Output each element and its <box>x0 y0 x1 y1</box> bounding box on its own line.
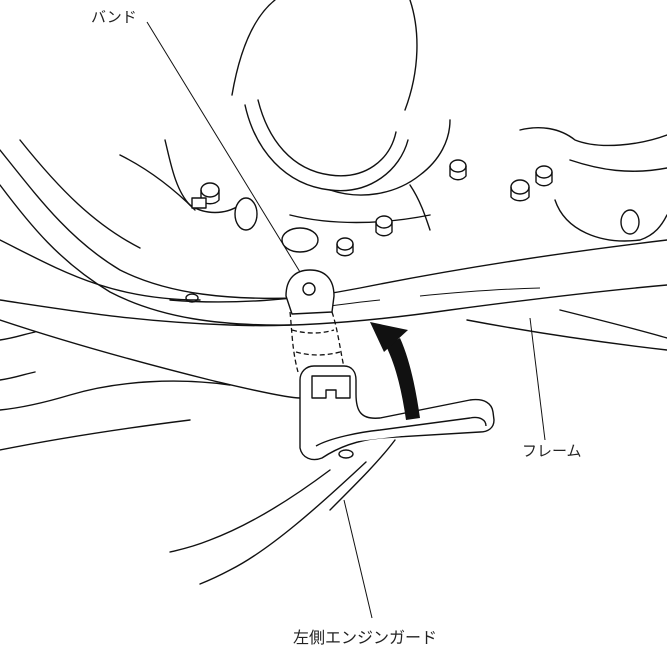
leader-line-band <box>146 21 301 273</box>
engine-case <box>119 0 451 231</box>
bolt-left <box>191 182 220 209</box>
band <box>285 269 346 373</box>
bolt-mid-1 <box>336 237 354 257</box>
bolt-right-1 <box>449 159 467 181</box>
frame-bracket-right <box>519 127 667 242</box>
leader-line-guard <box>343 499 373 619</box>
bolt-mid-2 <box>375 215 393 237</box>
leader-line-frame <box>529 317 546 441</box>
label-frame: フレーム <box>522 442 582 460</box>
bolt-right-2 <box>510 179 530 202</box>
engine-guard-plate <box>299 365 495 461</box>
mount-boss <box>234 197 319 253</box>
frame-tube-lower <box>0 239 667 327</box>
frame-tube-bottom <box>466 309 667 351</box>
frame-tube-upper <box>0 139 301 326</box>
label-band: バンド <box>91 8 137 26</box>
engine-guard-bar <box>169 439 396 585</box>
leader-lines <box>146 21 546 619</box>
label-engine-guard: 左側エンジンガード <box>293 628 438 647</box>
rotation-arrow <box>370 322 420 420</box>
bolt-right-3 <box>535 165 553 187</box>
frame-tube-rear <box>0 319 301 451</box>
